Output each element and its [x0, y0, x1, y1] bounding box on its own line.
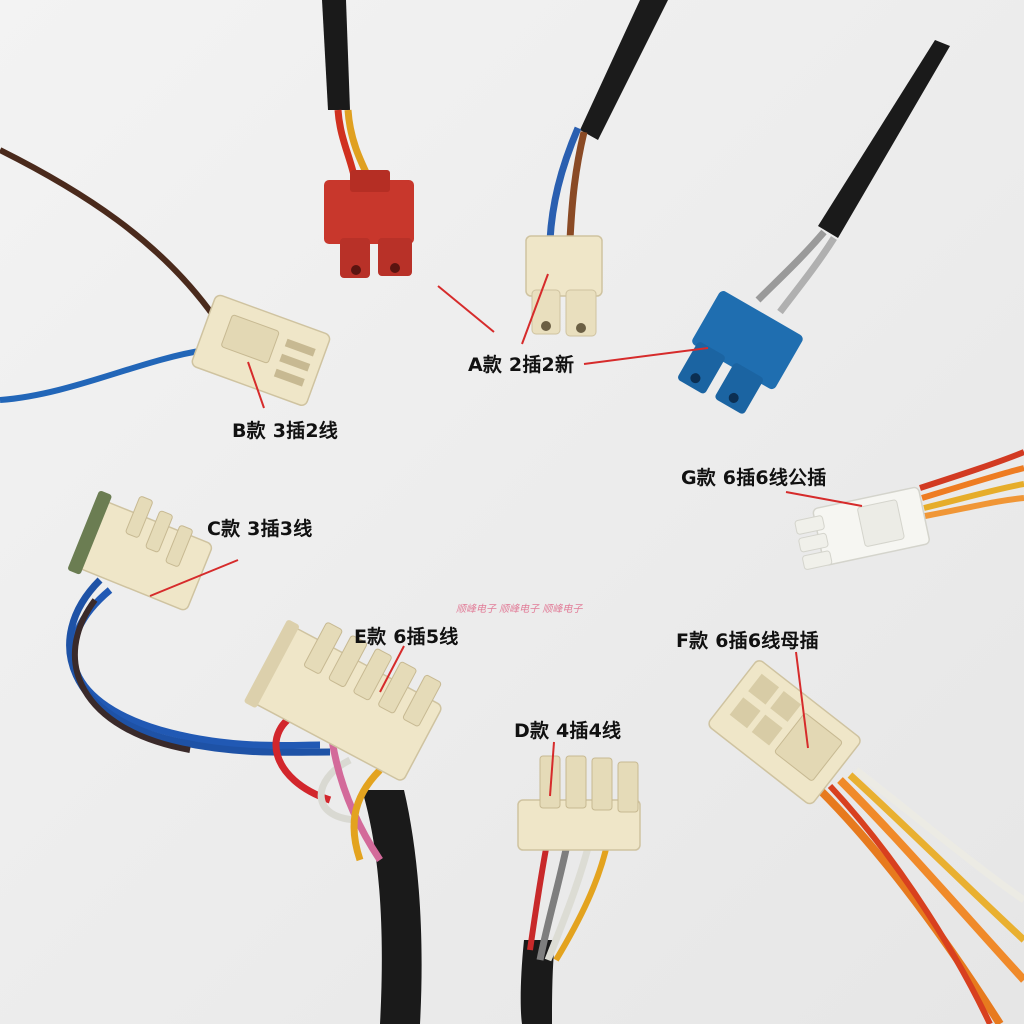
black-sleeve-wire — [362, 790, 422, 1024]
pointer-a-blue — [583, 347, 709, 365]
orange-wire — [553, 839, 611, 962]
g-connector-assembly — [794, 449, 1024, 570]
pointer-a-cream — [521, 273, 549, 345]
label-e: E款 6插5线 — [354, 626, 459, 648]
pointer-d — [549, 741, 555, 797]
grey-wire-1 — [755, 229, 827, 303]
watermark: 顺峰电子 顺峰电子 顺峰电子 — [456, 604, 583, 615]
d-connector-assembly — [517, 755, 641, 1024]
orange-wire — [921, 465, 1024, 501]
yellow-wire — [847, 772, 1024, 943]
black-sleeve-wire — [818, 40, 950, 238]
pointer-lines — [149, 273, 863, 797]
brown-wire — [566, 131, 588, 241]
pointer-g — [785, 491, 863, 507]
label-f: F款 6插6线母插 — [676, 630, 819, 652]
blue-connector-assembly — [678, 40, 950, 414]
pointer-c — [149, 559, 239, 597]
d-cream-connector — [517, 755, 641, 851]
yellow-wire — [350, 767, 383, 862]
orange-wire-2 — [837, 777, 1024, 983]
c-cream-connector — [68, 490, 213, 611]
orange-wire-2 — [924, 495, 1024, 519]
black-sleeve-wire — [580, 0, 668, 140]
g-white-connector — [794, 486, 930, 570]
label-d: D款 4插4线 — [514, 720, 622, 742]
label-a: A款 2插2新 — [468, 354, 575, 376]
red-wire — [827, 783, 993, 1024]
blue-wire — [546, 126, 582, 241]
pink-wire — [328, 739, 383, 862]
red-connector — [324, 170, 414, 278]
black-sleeve-wire — [520, 940, 555, 1024]
blue-wire — [0, 347, 206, 403]
grey-wire — [536, 839, 572, 961]
pointer-e — [379, 645, 405, 693]
pointer-f — [795, 651, 809, 749]
f-connector-assembly — [708, 660, 1024, 1024]
e-connector-assembly — [244, 620, 442, 1024]
orange-wire-1 — [817, 787, 1004, 1024]
blue-connector — [678, 291, 803, 414]
white-wire — [544, 839, 594, 962]
pointer-a-red — [437, 285, 495, 333]
b-connector-assembly — [0, 147, 331, 406]
label-g: G款 6插6线公插 — [681, 467, 827, 489]
black-sleeve-wire — [322, 0, 350, 110]
red-connector-assembly — [322, 0, 414, 278]
label-b: B款 3插2线 — [232, 420, 338, 442]
grey-wire-2 — [777, 236, 837, 315]
red-wire — [527, 837, 551, 951]
e-cream-connector — [244, 620, 442, 781]
dark-wire — [71, 598, 191, 753]
b-cream-connector — [191, 294, 331, 406]
white-wire — [853, 767, 1024, 903]
brown-wire — [0, 147, 218, 320]
yellow-wire — [923, 481, 1024, 511]
label-c: C款 3插3线 — [207, 518, 313, 540]
pointer-b — [247, 361, 265, 409]
red-wire — [919, 449, 1024, 491]
blue-wire-2 — [66, 577, 331, 756]
